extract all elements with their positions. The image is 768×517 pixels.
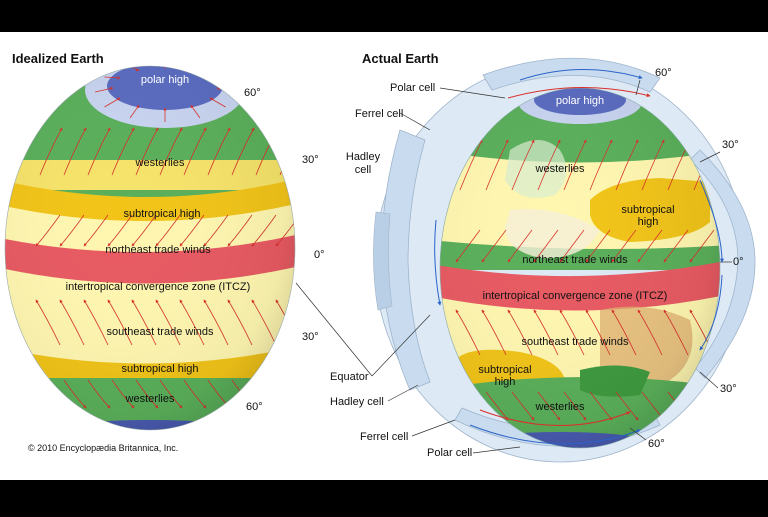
hadley-cell-bottom-label: Hadley cell [330, 396, 384, 408]
latitude-s60-label-actual: 60° [648, 438, 665, 450]
subtropical-high-north-label: subtropical high [123, 208, 200, 220]
polar-high-label: polar high [141, 74, 189, 86]
cell-rim-arrows [434, 69, 724, 445]
latitude-s30-label: 30° [302, 331, 319, 343]
itcz-label-actual: intertropical convergence zone (ITCZ) [483, 290, 668, 302]
actual-earth-title: Actual Earth [362, 51, 439, 66]
latitude-n30-label: 30° [302, 154, 319, 166]
copyright-notice: © 2010 Encyclopædia Britannica, Inc. [28, 443, 178, 453]
latitude-s30-label-actual: 30° [720, 383, 737, 395]
westerlies-north-label-actual: westerlies [535, 163, 585, 175]
westerlies-south-label: westerlies [125, 393, 175, 405]
westerlies-north-label: westerlies [135, 157, 185, 169]
westerlies-south-label-actual: westerlies [535, 401, 585, 413]
latitude-n60-label: 60° [244, 87, 261, 99]
northeast-trades-label: northeast trade winds [105, 244, 211, 256]
idealized-earth-title: Idealized Earth [12, 51, 104, 66]
ferrel-cell-top-label: Ferrel cell [355, 108, 403, 120]
ferrel-cell-bottom-label: Ferrel cell [360, 431, 408, 443]
polar-cell-top-label: Polar cell [390, 82, 435, 94]
northeast-trades-label-actual: northeast trade winds [522, 254, 628, 266]
latitude-n60-label-actual: 60° [655, 67, 672, 79]
latitude-n30-label-actual: 30° [722, 139, 739, 151]
polar-high-label-actual: polar high [556, 95, 604, 107]
polar-cell-bottom-label: Polar cell [427, 447, 472, 459]
latitude-eq-label-actual: 0° [733, 256, 744, 268]
latitude-eq-label: 0° [314, 249, 325, 261]
latitude-s60-label: 60° [246, 401, 263, 413]
subtropical-high-south-label: subtropical high [121, 363, 198, 375]
callout-leaders [295, 79, 732, 454]
equator-label: Equator [330, 371, 369, 383]
southeast-trades-label: southeast trade winds [106, 326, 214, 338]
southeast-trades-label-actual: southeast trade winds [521, 336, 629, 348]
itcz-label: intertropical convergence zone (ITCZ) [66, 281, 251, 293]
idealized-globe: polar high westerlies subtropical high n… [4, 51, 325, 431]
